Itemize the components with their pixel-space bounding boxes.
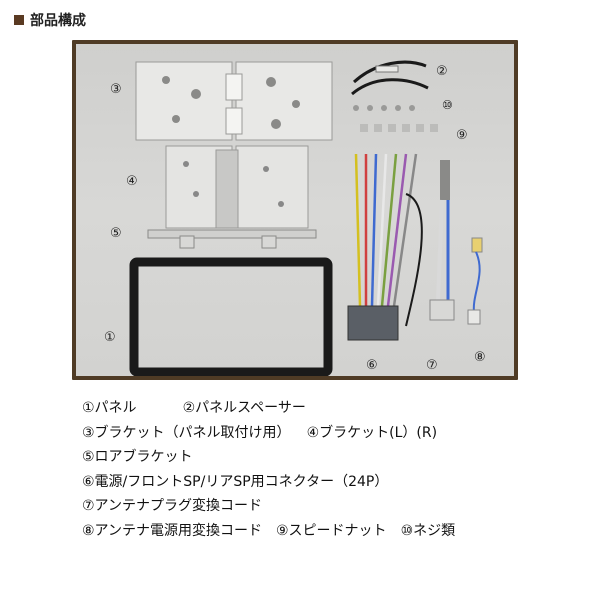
- header-square-icon: [14, 15, 24, 25]
- part-item: ⑤ロアブラケット: [82, 449, 193, 465]
- panel-frame-image: [129, 257, 333, 376]
- section-header: 部品構成: [14, 10, 86, 30]
- label-5: ⑤: [110, 226, 122, 241]
- label-7: ⑦: [426, 358, 438, 373]
- screws-image: [353, 105, 415, 111]
- label-8: ⑧: [474, 350, 486, 365]
- parts-list-row: ⑦アンテナプラグ変換コード: [82, 494, 455, 519]
- part-item: ③ブラケット（パネル取付け用）: [82, 424, 291, 441]
- part-item: ⑦アンテナプラグ変換コード: [82, 498, 262, 514]
- product-photo: ③ ④ ⑤ ① ② ⑩ ⑨ ⑥ ⑦ ⑧: [76, 44, 514, 376]
- antenna-power-cord-image: [467, 237, 483, 325]
- bracket-lr-image: [165, 145, 309, 229]
- part-item: ⑥電源/フロントSP/リアSP用コネクター（24P）: [82, 473, 389, 490]
- parts-illustration: [129, 60, 483, 376]
- part-item: ④ブラケット(L）(R): [306, 424, 438, 441]
- antenna-plug-image: [429, 160, 455, 321]
- label-2: ②: [436, 64, 448, 79]
- connector-harness-image: [347, 153, 423, 341]
- panel-spacer-image: [351, 60, 429, 96]
- part-item: ⑨スピードナット: [276, 522, 387, 539]
- product-photo-frame: ③ ④ ⑤ ① ② ⑩ ⑨ ⑥ ⑦ ⑧: [72, 40, 518, 380]
- parts-list-row: ③ブラケット（パネル取付け用） ④ブラケット(L）(R): [82, 421, 455, 446]
- part-item: ①パネル: [82, 400, 137, 416]
- bracket-panel-mount-image: [135, 61, 333, 141]
- lower-bracket-image: [147, 229, 317, 249]
- parts-list-row: ①パネル ②パネルスペーサー: [82, 396, 455, 421]
- section-title: 部品構成: [30, 13, 86, 29]
- part-item: ⑧アンテナ電源用変換コード: [82, 522, 262, 539]
- label-9: ⑨: [456, 128, 468, 143]
- part-item: ⑩ネジ類: [400, 522, 456, 539]
- label-6: ⑥: [366, 358, 378, 373]
- label-10: ⑩: [442, 98, 453, 112]
- label-4: ④: [126, 174, 138, 189]
- parts-list-row: ⑤ロアブラケット: [82, 445, 455, 470]
- parts-list-row: ⑧アンテナ電源用変換コード ⑨スピードナット ⑩ネジ類: [82, 519, 455, 544]
- parts-list-row: ⑥電源/フロントSP/リアSP用コネクター（24P）: [82, 470, 455, 495]
- label-3: ③: [110, 82, 122, 97]
- part-item: ②パネルスペーサー: [182, 400, 306, 416]
- speed-nuts-image: [360, 124, 438, 132]
- parts-list: ①パネル ②パネルスペーサー ③ブラケット（パネル取付け用） ④ブラケット(L）(R…: [82, 396, 455, 543]
- label-1: ①: [104, 330, 116, 345]
